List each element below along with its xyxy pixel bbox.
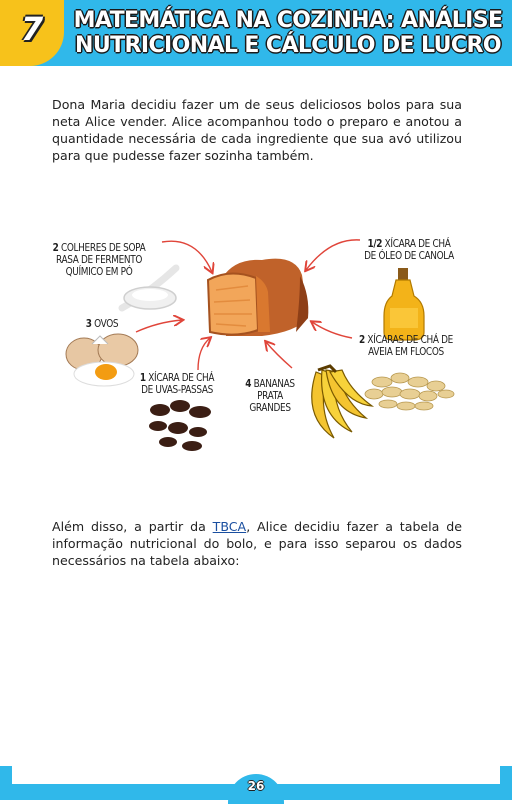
tbca-link[interactable]: TBCA — [212, 519, 247, 534]
tbca-paragraph-end: , Alice decidiu fazer a tabela de inform… — [52, 519, 462, 568]
label-oleo: 1/2 xícara de chá de óleo de canola — [364, 238, 454, 262]
cake-image — [206, 258, 309, 336]
oil-bottle-image — [383, 268, 425, 341]
tbca-paragraph-start: Além disso, a partir da — [52, 519, 213, 534]
oats-image — [364, 372, 455, 411]
bananas-image — [311, 364, 375, 439]
label-aveia: 2 xícaras de chá de aveia em flocos — [359, 334, 453, 358]
arrow-fermento — [161, 240, 212, 272]
chapter-number: 7 — [20, 10, 44, 48]
arrow-oleo — [306, 239, 361, 270]
page-header — [0, 0, 512, 66]
chapter-title-line-1: MATEMÁTICA NA COZINHA: ANÁLISE — [73, 8, 503, 33]
chapter-badge — [0, 0, 64, 66]
chapter-title: MATEMÁTICA NA COZINHA: ANÁLISE NUTRICION… — [70, 8, 506, 58]
ingredients-illustration — [65, 239, 455, 451]
tbca-paragraph: Além disso, a partir da TBCA, Alice deci… — [52, 518, 462, 569]
arrows — [135, 239, 361, 371]
label-ovos: 3 ovos — [85, 318, 119, 330]
arrow-aveia — [312, 322, 353, 339]
intro-paragraph: Dona Maria decidiu fazer um de seus deli… — [52, 97, 462, 163]
arrow-bananas — [266, 342, 293, 369]
arrow-uvas — [197, 338, 210, 371]
raisins-image — [149, 400, 211, 451]
spoon-image — [118, 264, 180, 312]
page-number: 26 — [247, 779, 265, 793]
arrow-ovos — [135, 320, 182, 333]
eggs-image — [65, 333, 139, 387]
label-fermento: 2 colheres de sopa rasa de fermento quím… — [52, 242, 146, 278]
label-uvas: 1 xícara de chá de uvas-passas — [139, 372, 215, 396]
label-bananas: 4 bananas prata grandes — [245, 378, 295, 414]
chapter-title-line-2: NUTRICIONAL E CÁLCULO DE LUCRO — [75, 33, 501, 58]
